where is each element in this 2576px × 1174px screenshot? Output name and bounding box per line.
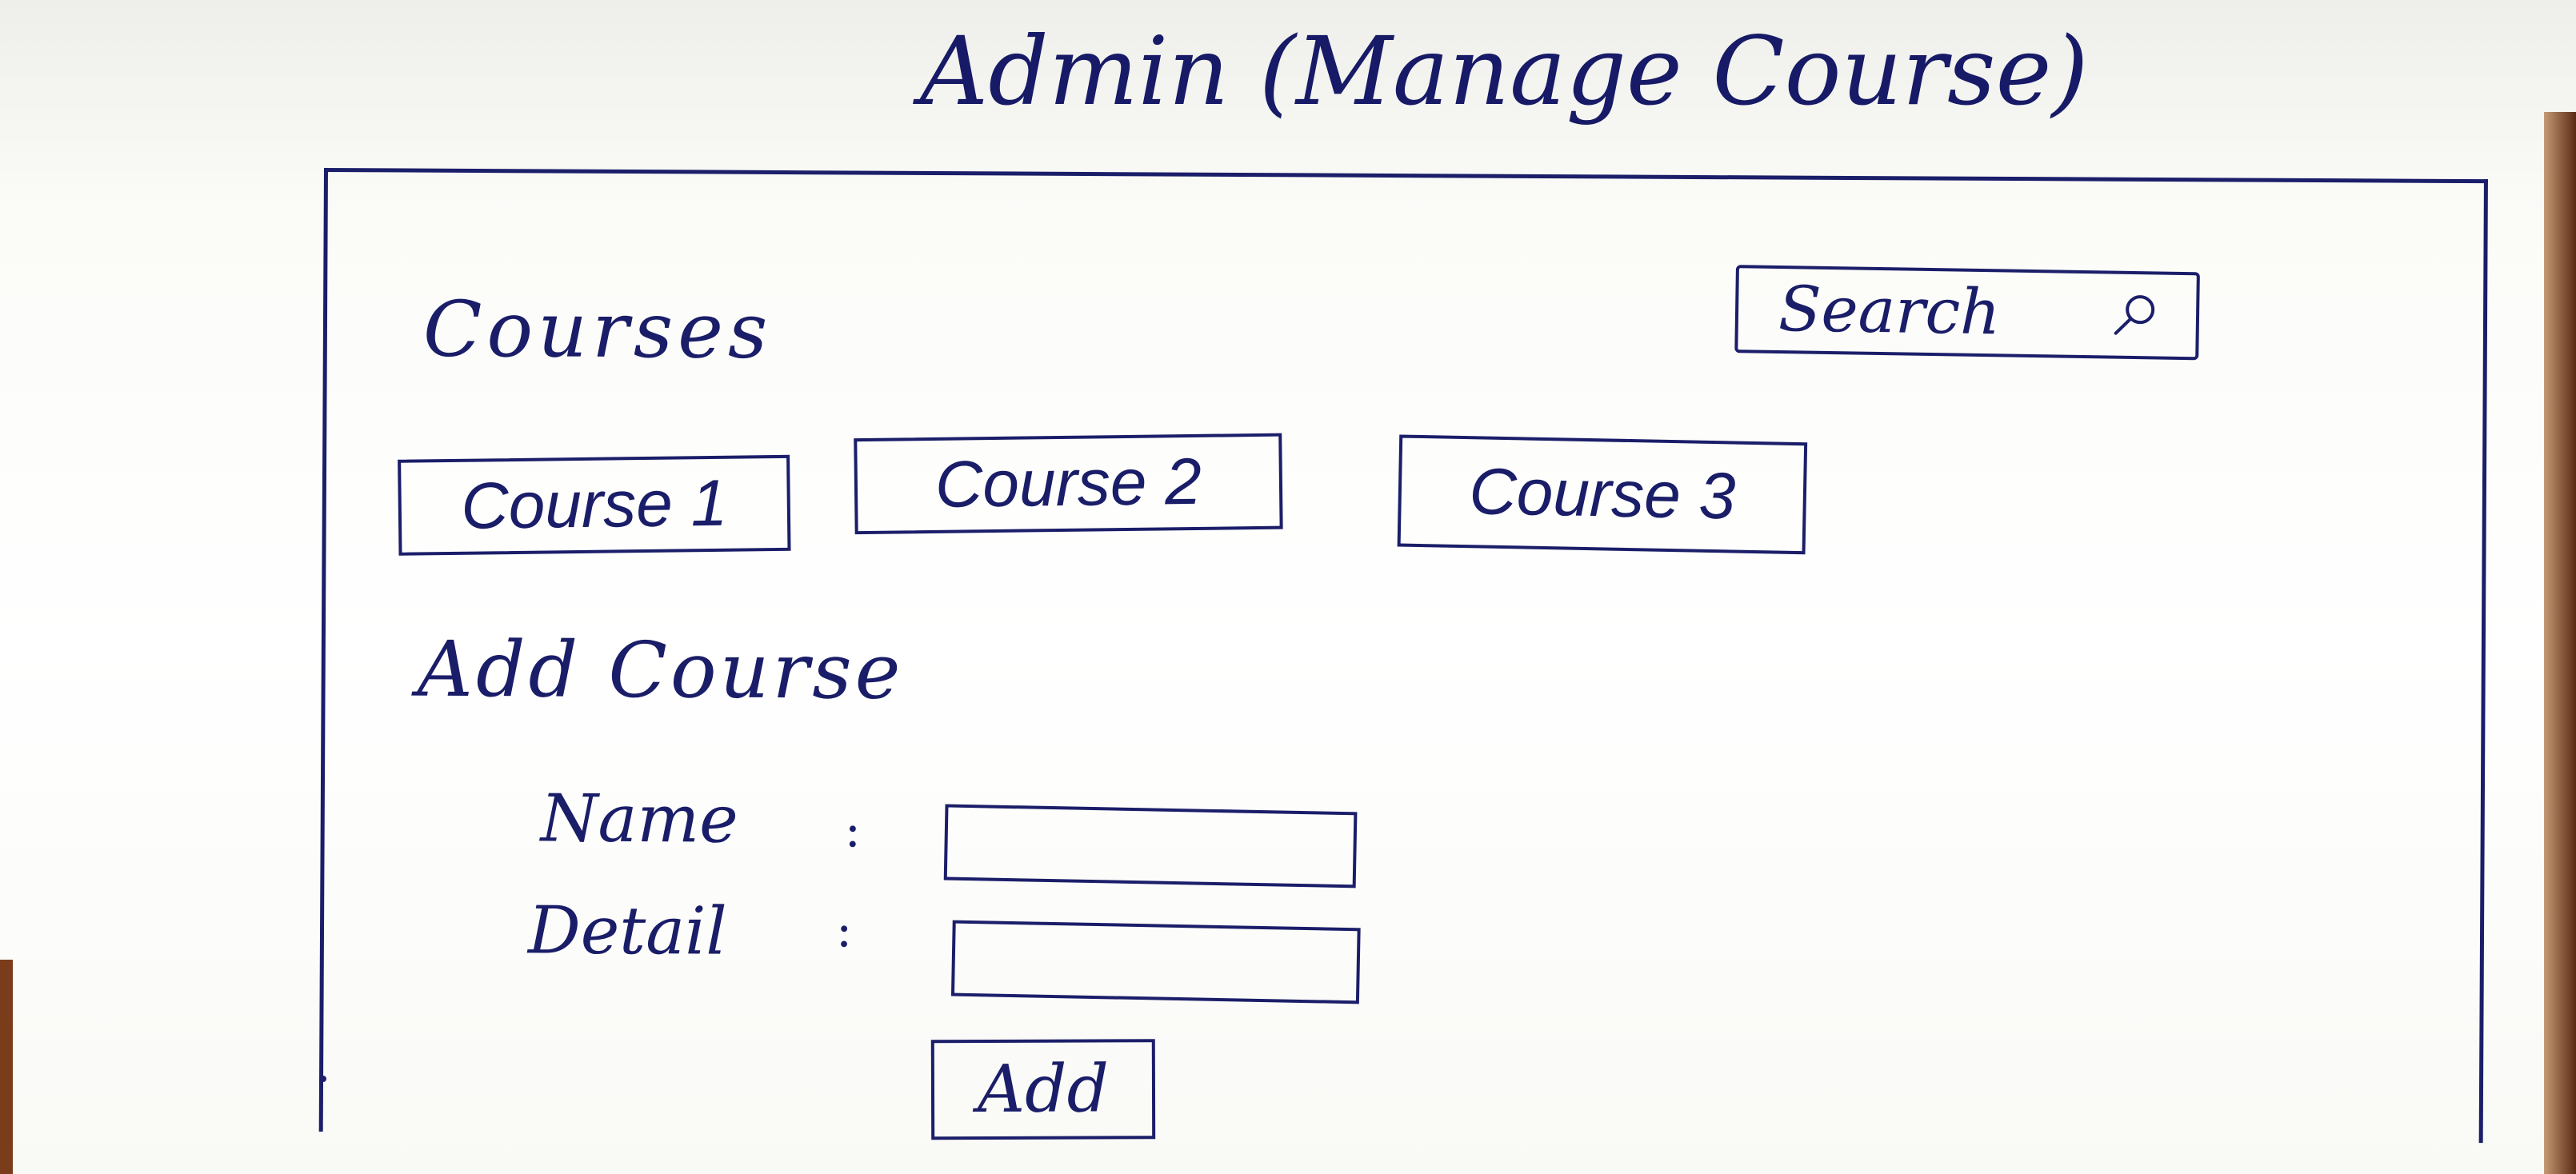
admin-window: Courses Search Course 1 Course 2 Course …: [318, 168, 2488, 1144]
add-course-heading: Add Course: [417, 624, 904, 717]
courses-heading: Courses: [422, 284, 773, 376]
detail-separator: :: [835, 902, 853, 959]
search-placeholder[interactable]: Search: [1778, 274, 2002, 349]
detail-label: Detail: [527, 892, 727, 970]
pen-speck: [320, 1076, 326, 1082]
name-field[interactable]: [943, 804, 1358, 888]
name-separator: :: [844, 802, 862, 859]
search-icon[interactable]: [2108, 287, 2165, 344]
course-2-button[interactable]: Course 2: [854, 433, 1283, 535]
table-edge-right: [2544, 112, 2576, 1174]
name-label: Name: [540, 781, 738, 858]
page-title: Admin (Manage Course): [920, 16, 2089, 126]
detail-field[interactable]: [950, 920, 1361, 1004]
course-3-button[interactable]: Course 3: [1397, 434, 1808, 555]
table-edge-left: [0, 960, 13, 1174]
search-box[interactable]: Search: [1734, 265, 2200, 361]
course-1-button[interactable]: Course 1: [398, 454, 791, 556]
add-course-button[interactable]: Add: [930, 1039, 1156, 1140]
